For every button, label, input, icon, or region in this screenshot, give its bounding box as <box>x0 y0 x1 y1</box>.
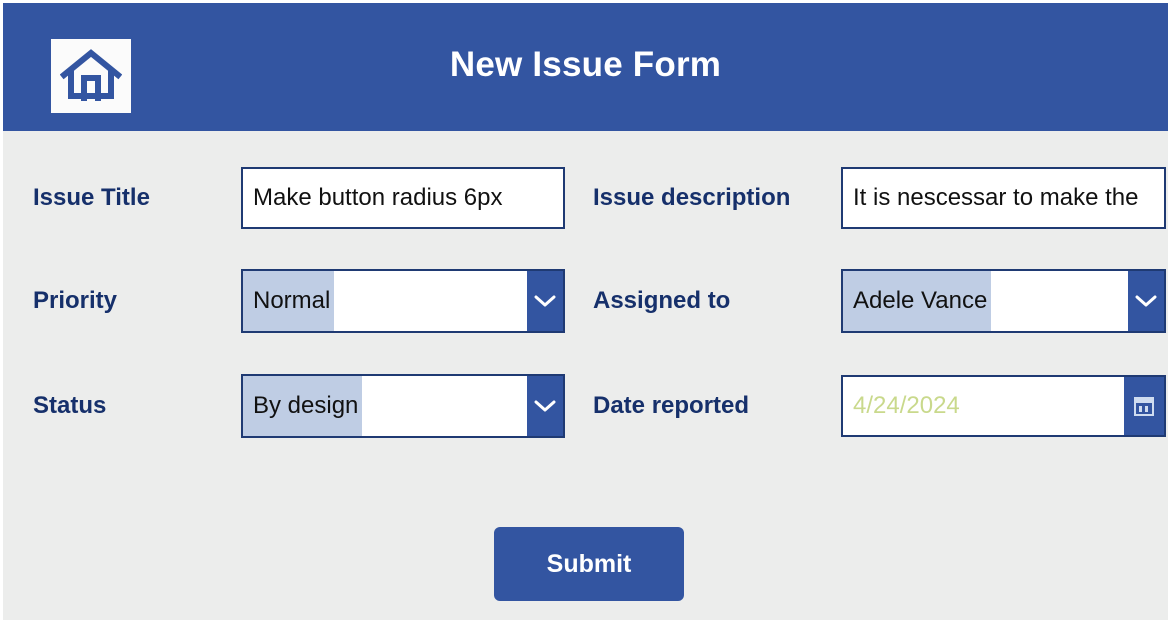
calendar-icon[interactable] <box>1124 377 1164 435</box>
date-reported-input[interactable]: 4/24/2024 <box>841 375 1166 437</box>
issue-title-input[interactable]: Make button radius 6px <box>241 167 565 229</box>
assigned-to-value: Adele Vance <box>843 271 992 331</box>
priority-value: Normal <box>243 271 335 331</box>
label-status: Status <box>33 392 107 419</box>
issue-description-value: It is nescessar to make the <box>853 184 1139 211</box>
label-issue-description: Issue description <box>593 184 791 211</box>
chevron-down-icon[interactable] <box>527 376 563 436</box>
home-icon[interactable] <box>51 39 131 113</box>
assigned-to-field-fill <box>991 271 1128 331</box>
label-priority: Priority <box>33 287 118 314</box>
page-title: New Issue Form <box>449 45 722 84</box>
form-row: Issue Title Make button radius 6px Issue… <box>3 163 1168 233</box>
issue-description-input[interactable]: It is nescessar to make the <box>841 167 1166 229</box>
status-value: By design <box>243 376 363 436</box>
issue-title-value: Make button radius 6px <box>253 184 503 211</box>
status-select[interactable]: By design <box>241 374 565 438</box>
label-date-reported: Date reported <box>593 392 750 419</box>
form-row: Status By design Date reported 4/24/2024 <box>3 371 1168 441</box>
page-header: New Issue Form <box>3 3 1168 131</box>
chevron-down-icon[interactable] <box>527 271 563 331</box>
priority-field-fill <box>334 271 527 331</box>
priority-select[interactable]: Normal <box>241 269 565 333</box>
chevron-down-icon[interactable] <box>1128 271 1164 331</box>
submit-button[interactable]: Submit <box>494 527 684 601</box>
label-assigned-to: Assigned to <box>593 287 731 314</box>
form-row: Priority Normal Assigned to Adele Vance <box>3 266 1168 336</box>
date-reported-value: 4/24/2024 <box>853 392 960 419</box>
status-field-fill <box>362 376 527 436</box>
assigned-to-select[interactable]: Adele Vance <box>841 269 1166 333</box>
label-issue-title: Issue Title <box>33 184 150 211</box>
